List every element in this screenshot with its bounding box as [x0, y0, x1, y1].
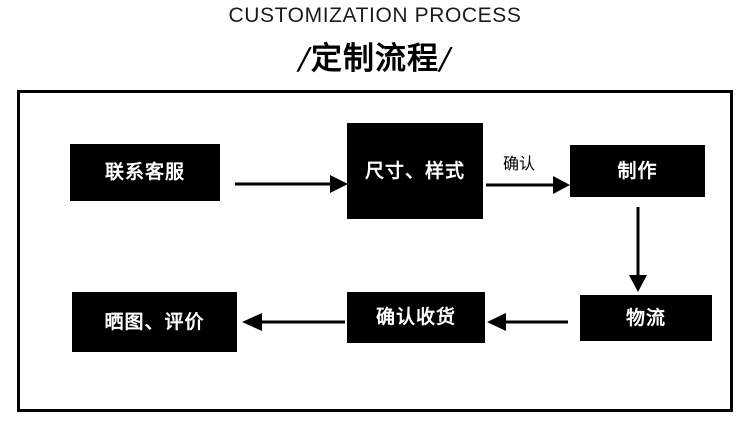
page-title-chinese-text: 定制流程: [311, 41, 439, 77]
flow-node-confirm-receipt: 确认收货: [347, 292, 485, 343]
page-title-english: CUSTOMIZATION PROCESS: [228, 4, 522, 27]
flow-node-contact-service: 联系客服: [70, 144, 220, 201]
flow-node-logistics: 物流: [580, 295, 712, 341]
page-title-chinese: /定制流程/: [0, 33, 750, 78]
flow-node-size-and-style: 尺寸、样式: [347, 123, 483, 219]
flow-node-photo-and-review: 晒图、评价: [72, 292, 237, 352]
edge-label-confirm: 确认: [503, 154, 536, 173]
flow-node-production: 制作: [570, 145, 705, 197]
